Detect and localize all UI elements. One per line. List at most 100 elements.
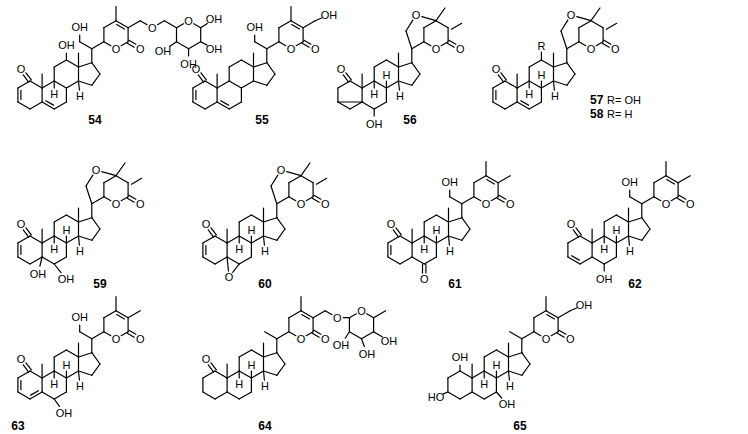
bond-line — [66, 53, 67, 60]
bond-line — [217, 81, 229, 88]
bond-line — [217, 88, 218, 102]
compound-number: 55 — [255, 114, 268, 126]
bond-line — [591, 243, 592, 257]
atom-label: OH — [321, 9, 338, 21]
bond-line — [472, 364, 473, 378]
bond-line — [91, 49, 92, 63]
bond-line — [127, 43, 134, 47]
bond-line — [343, 317, 349, 318]
bond-line — [653, 183, 654, 197]
bond-line — [412, 257, 424, 264]
bond-line — [580, 257, 592, 264]
bond-line — [267, 42, 279, 49]
bond-line — [205, 246, 206, 255]
bond-line — [677, 198, 684, 202]
bond-line — [253, 67, 254, 81]
bond-line — [541, 88, 542, 102]
bond-line — [642, 229, 650, 240]
bond-line — [239, 371, 251, 378]
atom-label: O — [542, 333, 551, 345]
bond-line — [200, 28, 201, 42]
atom-label: OH — [499, 398, 516, 410]
bond-line — [451, 23, 461, 29]
compound-number: 61 — [448, 278, 461, 290]
atom-label: O — [420, 273, 429, 285]
bond-line — [592, 257, 604, 264]
bond-line — [18, 257, 30, 264]
bond-line — [568, 257, 580, 264]
bond-line — [522, 353, 530, 364]
bond-line — [579, 42, 586, 46]
bond-line — [602, 28, 603, 42]
atom-label: OH — [246, 21, 263, 33]
bond-line — [194, 24, 201, 28]
bond-line — [92, 74, 100, 85]
bond-line — [567, 74, 575, 85]
bond-line — [42, 236, 54, 243]
compound-number: 57 — [590, 94, 603, 106]
bond-line — [449, 40, 456, 44]
bond-line — [566, 49, 567, 63]
bond-line — [541, 81, 553, 88]
bond-line — [492, 88, 493, 102]
bond-line — [66, 378, 67, 392]
bond-line — [388, 257, 400, 264]
bond-line — [495, 91, 496, 100]
bond-line — [215, 371, 227, 378]
bond-line — [117, 315, 125, 319]
bond-line — [277, 218, 285, 229]
bond-line — [387, 243, 388, 257]
bond-line — [629, 190, 630, 197]
atom-label: H — [626, 245, 634, 257]
bond-line — [572, 256, 580, 260]
atom-label: OH — [366, 118, 383, 130]
atom-label: O — [277, 164, 286, 176]
bond-line — [498, 176, 510, 183]
bond-line — [188, 49, 189, 56]
bond-line — [277, 353, 285, 364]
bond-line — [41, 364, 42, 378]
bond-line — [66, 371, 67, 378]
bond-line — [54, 264, 61, 273]
bond-line — [449, 236, 462, 240]
bond-line — [79, 81, 92, 85]
atom-label: R= OH — [607, 94, 641, 106]
atom-label: O — [311, 43, 320, 55]
atom-label: H — [551, 90, 559, 102]
bond-line — [400, 236, 412, 243]
bond-line — [23, 75, 28, 82]
atom-label: O — [566, 333, 575, 345]
bond-line — [292, 25, 300, 29]
compound-number: 54 — [88, 114, 101, 126]
bond-line — [301, 311, 313, 318]
bond-line — [678, 176, 690, 183]
bond-line — [545, 297, 546, 311]
bond-line — [217, 102, 229, 109]
bond-line — [164, 21, 176, 28]
bond-line — [104, 176, 116, 183]
bond-line — [436, 236, 437, 243]
bond-line — [263, 343, 264, 357]
bond-line — [554, 81, 567, 85]
bond-line — [616, 236, 617, 243]
bond-line — [54, 81, 66, 88]
bond-line — [203, 257, 215, 264]
atom-label: OH — [206, 43, 223, 55]
bond-line — [129, 330, 136, 334]
bond-line — [578, 28, 579, 42]
bond-line — [315, 18, 321, 21]
bond-line — [508, 357, 509, 371]
atom-label: H — [76, 380, 84, 392]
bond-line — [436, 236, 448, 243]
bond-line — [66, 88, 67, 102]
atom-label: OH — [576, 299, 593, 311]
bond-line — [127, 198, 134, 202]
bond-line — [54, 392, 66, 399]
bond-line — [642, 218, 650, 229]
atom-label: O — [662, 198, 671, 210]
atom-label: H — [50, 88, 58, 100]
bond-line — [313, 318, 314, 332]
bond-line — [591, 8, 600, 21]
bond-line — [239, 215, 251, 222]
bond-line — [561, 31, 567, 49]
